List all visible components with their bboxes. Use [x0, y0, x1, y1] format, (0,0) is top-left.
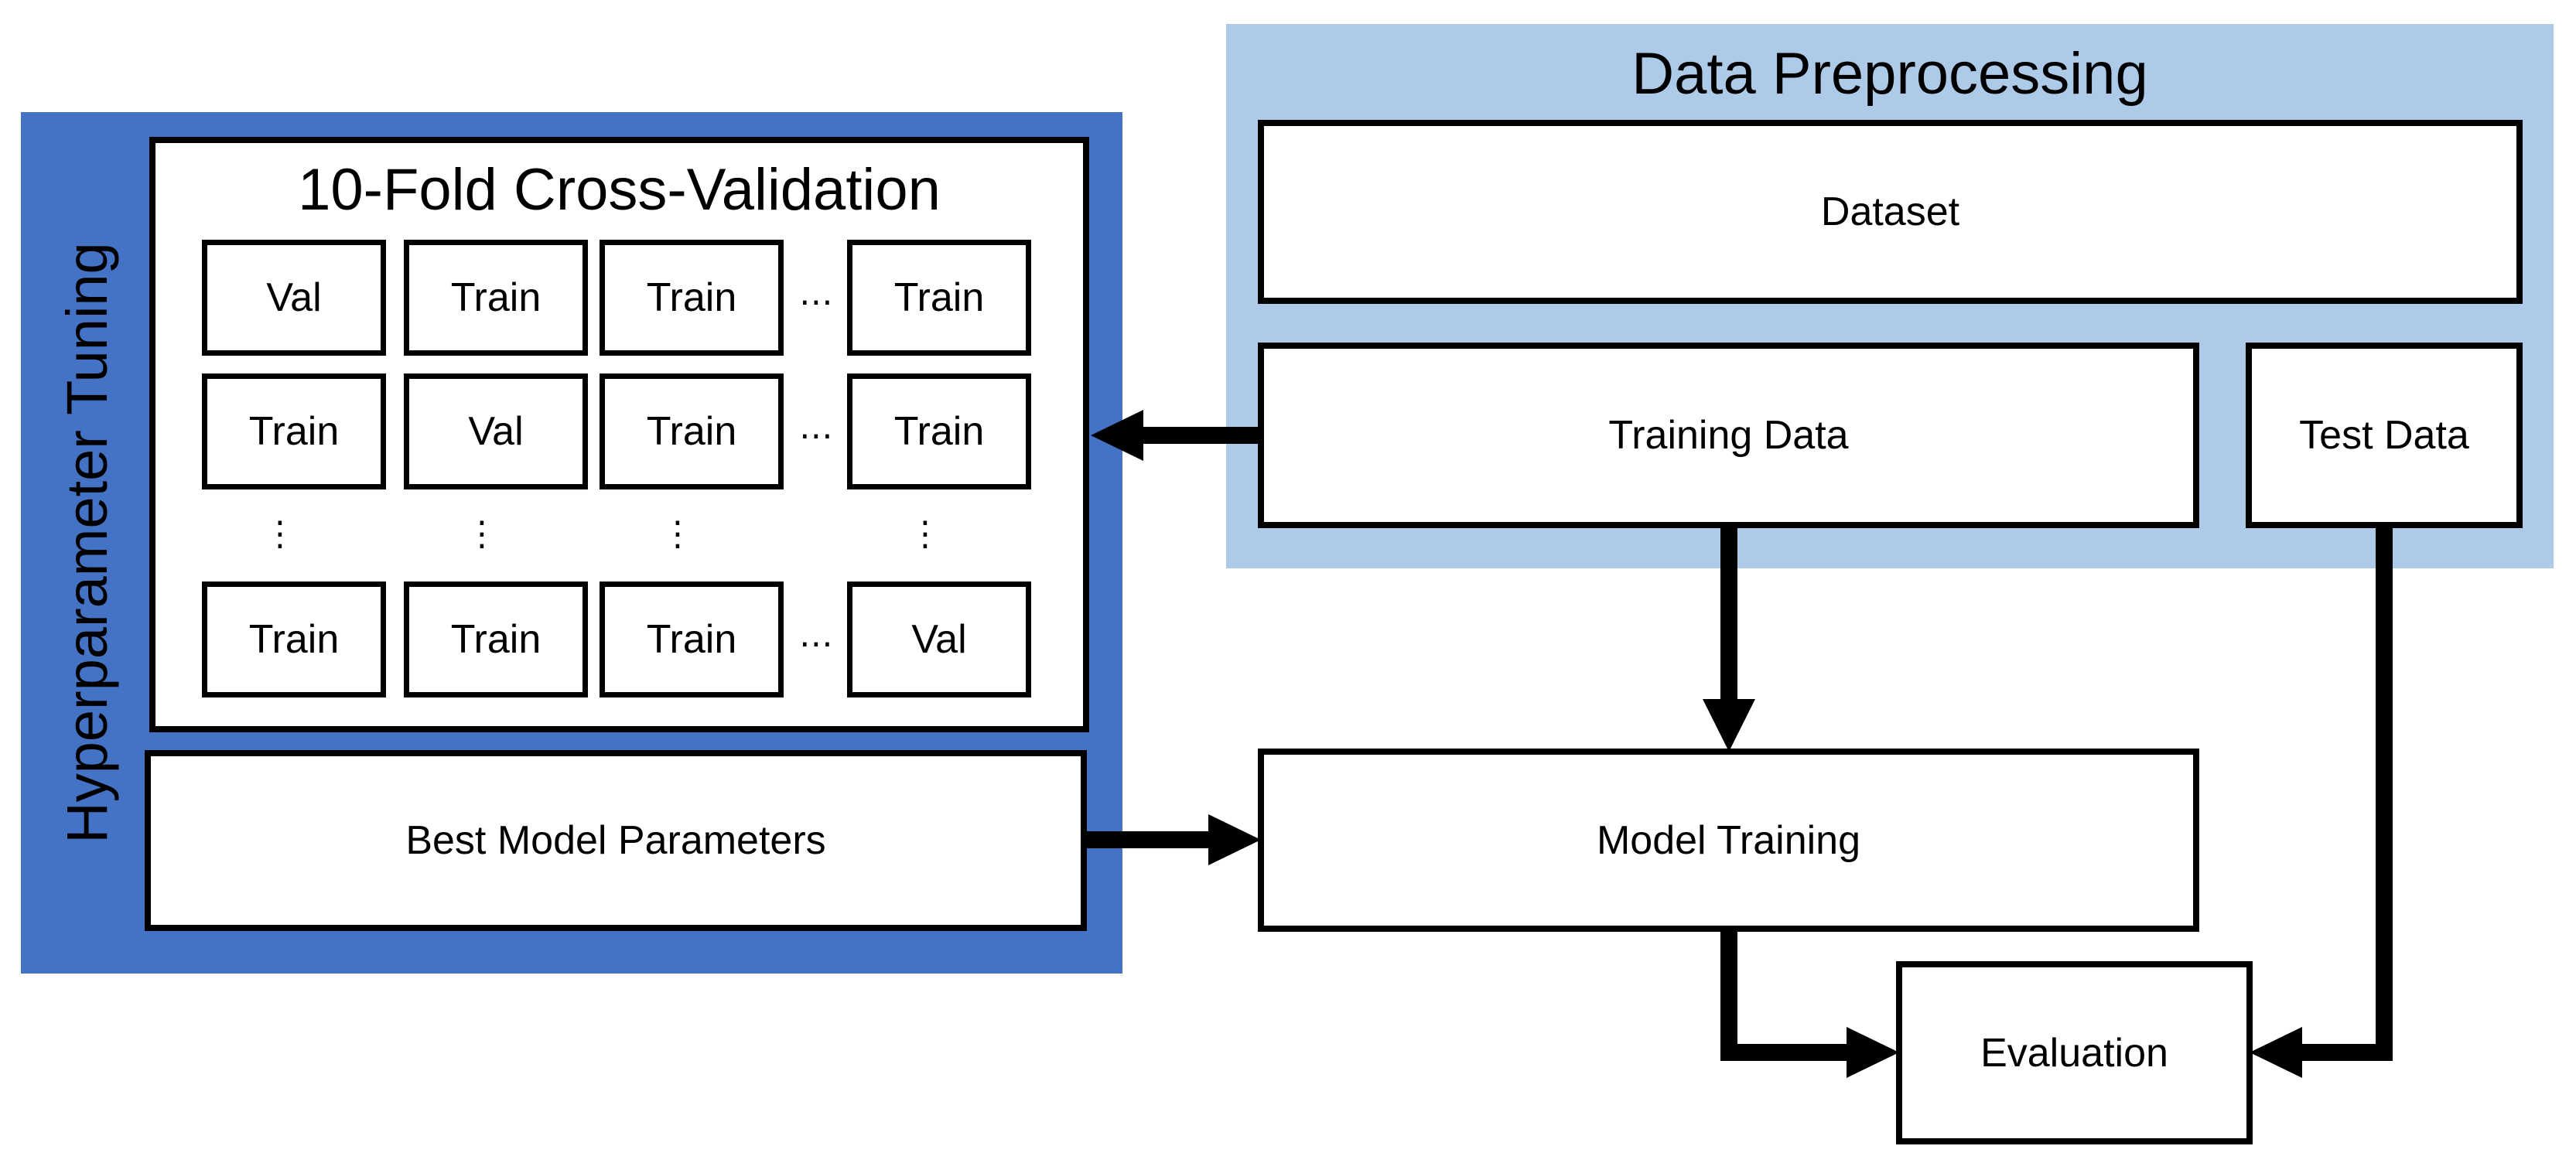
- fold-cell: Train: [847, 373, 1031, 489]
- fold-cell: Train: [600, 582, 784, 697]
- evaluation-box: Evaluation: [1896, 961, 2253, 1144]
- best-model-parameters-box: Best Model Parameters: [145, 750, 1087, 931]
- vertical-ellipsis: ⋮: [908, 515, 942, 553]
- training-data-box: Training Data: [1258, 343, 2199, 528]
- data-preprocessing-title: Data Preprocessing: [1631, 40, 2148, 107]
- model-training-box: Model Training: [1258, 749, 2199, 932]
- fold-cell: Val: [847, 582, 1031, 697]
- horizontal-ellipsis: ⋯: [799, 282, 833, 321]
- arrow-model-to-evaluation: [1720, 930, 1899, 1078]
- horizontal-ellipsis: ⋯: [799, 416, 833, 455]
- vertical-ellipsis: ⋮: [465, 515, 499, 553]
- fold-cell: Train: [404, 240, 588, 356]
- fold-cell: Train: [404, 582, 588, 697]
- test-data-box: Test Data: [2246, 343, 2523, 528]
- hyperparameter-tuning-title: Hyperparameter Tuning: [54, 242, 119, 844]
- fold-cell: Train: [847, 240, 1031, 356]
- cross-validation-title: 10-Fold Cross-Validation: [298, 156, 941, 223]
- arrow-test-to-evaluation: [2250, 526, 2393, 1078]
- fold-cell: Train: [600, 373, 784, 489]
- horizontal-ellipsis: ⋯: [799, 624, 833, 663]
- fold-cell: Train: [202, 373, 386, 489]
- fold-cell: Train: [202, 582, 386, 697]
- vertical-ellipsis: ⋮: [661, 515, 695, 553]
- fold-cell: Val: [404, 373, 588, 489]
- vertical-ellipsis: ⋮: [263, 515, 297, 553]
- fold-cell: Train: [600, 240, 784, 356]
- dataset-box: Dataset: [1258, 120, 2523, 304]
- fold-cell: Val: [202, 240, 386, 356]
